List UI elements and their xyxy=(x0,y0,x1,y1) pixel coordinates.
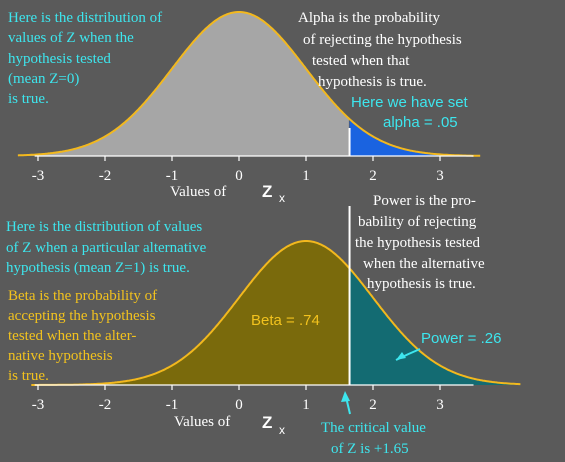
critical-note-line: The critical value xyxy=(321,420,426,436)
critical-arrowhead xyxy=(341,391,350,402)
null-description-line: (mean Z=0) xyxy=(8,71,79,87)
axis-tick-label: -2 xyxy=(99,397,112,413)
power-description-line: hypothesis is true. xyxy=(367,276,476,292)
alternative-description-line: Here is the distribution of values xyxy=(6,219,202,235)
power-description-line: when the alternative xyxy=(363,256,485,272)
null-description-line: Here is the distribution of xyxy=(8,10,162,26)
alpha-description-line: of rejecting the hypothesis xyxy=(303,32,462,48)
axis-tick-label: -3 xyxy=(32,168,45,184)
bottom-axis-label: Values of xyxy=(174,414,230,430)
power-description-line: the hypothesis tested xyxy=(355,235,480,251)
beta-description: Beta is the probability of accepting the… xyxy=(8,288,157,384)
power-region xyxy=(349,268,520,385)
alternative-distribution-panel: -3 -2 -1 0 1 2 3 Values of Z x Here is the dis… xyxy=(6,193,521,457)
null-description-line: hypothesis tested xyxy=(8,51,111,67)
axis-tick-label: -3 xyxy=(32,397,45,413)
alpha-value-label: alpha = .05 xyxy=(383,114,458,131)
axis-tick-label: 1 xyxy=(302,397,310,413)
critical-value-note: The critical value of Z is +1.65 xyxy=(321,420,426,457)
alpha-description: Alpha is the probability of rejecting th… xyxy=(298,10,462,90)
null-acceptance-region xyxy=(17,12,349,156)
null-description: Here is the distribution of values of Z … xyxy=(8,10,162,107)
axis-tick-label: -1 xyxy=(166,168,179,184)
null-description-line: is true. xyxy=(8,91,49,107)
axis-tick-label: 2 xyxy=(369,397,377,413)
alpha-set-note: Here we have set alpha = .05 xyxy=(351,94,469,131)
bottom-axis-subscript: x xyxy=(279,423,285,437)
axis-tick-label: -2 xyxy=(99,168,112,184)
beta-region xyxy=(31,241,349,385)
alpha-description-line: Alpha is the probability xyxy=(298,10,441,26)
top-axis-ticks: -3 -2 -1 0 1 2 3 xyxy=(32,156,444,184)
power-description-line: Power is the pro- xyxy=(373,193,476,209)
beta-description-line: is true. xyxy=(8,368,49,384)
axis-tick-label: 2 xyxy=(369,168,377,184)
power-description: Power is the pro- bability of rejecting … xyxy=(355,193,485,292)
alternative-description-line: hypothesis (mean Z=1) is true. xyxy=(6,260,190,276)
beta-description-line: accepting the hypothesis xyxy=(8,308,156,324)
null-distribution-curve xyxy=(17,11,481,157)
null-distribution-panel: -3 -2 -1 0 1 2 3 Values of Z x Here is the dis… xyxy=(8,10,481,205)
power-label: Power = .26 xyxy=(421,330,501,347)
null-description-line: values of Z when the xyxy=(8,30,134,46)
alpha-region xyxy=(349,119,480,156)
axis-tick-label: -1 xyxy=(166,397,179,413)
alternative-description-line: of Z when a particular alternative xyxy=(6,240,207,256)
alpha-description-line: hypothesis is true. xyxy=(318,74,427,90)
axis-tick-label: 3 xyxy=(436,397,444,413)
alpha-description-line: tested when that xyxy=(312,53,410,69)
axis-tick-label: 0 xyxy=(235,168,243,184)
bottom-axis-variable: Z xyxy=(262,413,272,432)
alpha-set-line: Here we have set xyxy=(351,94,469,111)
beta-description-line: Beta is the probability of xyxy=(8,288,157,304)
beta-description-line: native hypothesis xyxy=(8,348,113,364)
axis-tick-label: 1 xyxy=(302,168,310,184)
alternative-distribution-curve xyxy=(31,240,521,386)
beta-description-line: tested when the alter- xyxy=(8,328,136,344)
top-axis-subscript: x xyxy=(279,191,285,205)
alternative-description: Here is the distribution of values of Z … xyxy=(6,219,207,276)
power-description-line: bability of rejecting xyxy=(358,214,477,230)
top-axis-label: Values of xyxy=(170,184,226,200)
critical-note-line: of Z is +1.65 xyxy=(331,441,409,457)
axis-tick-label: 0 xyxy=(235,397,243,413)
top-axis-variable: Z xyxy=(262,182,272,201)
power-arrowhead xyxy=(396,352,406,360)
bottom-axis-ticks: -3 -2 -1 0 1 2 3 xyxy=(32,385,444,413)
beta-label: Beta = .74 xyxy=(251,312,320,329)
axis-tick-label: 3 xyxy=(436,168,444,184)
